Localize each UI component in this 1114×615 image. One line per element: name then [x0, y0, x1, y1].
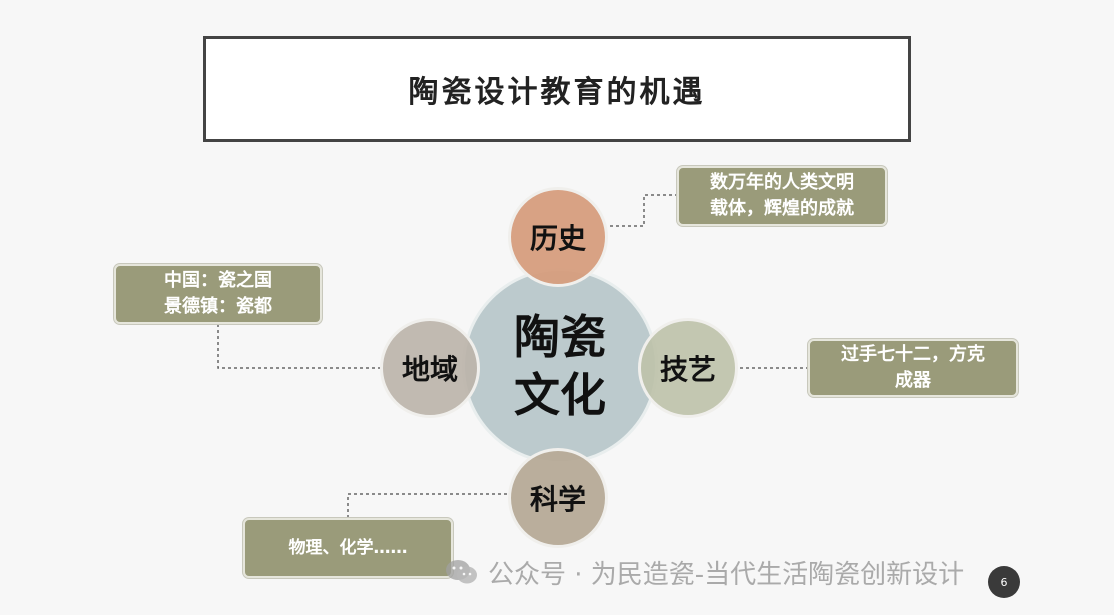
center-circle-ceramic-culture: 陶瓷 文化	[462, 268, 658, 464]
callout-craft-line1: 过手七十二，方克	[841, 344, 985, 365]
history-connector	[610, 194, 677, 227]
node-history-label: 历史	[529, 222, 586, 255]
callout-history-line1: 数万年的人类文明	[710, 172, 854, 193]
science-connector	[347, 493, 510, 518]
callout-history-line2: 载体，辉煌的成就	[710, 198, 854, 219]
node-craft: 技艺	[638, 318, 738, 418]
page-number: 6	[1000, 575, 1008, 589]
node-region-label: 地域	[401, 353, 458, 386]
node-craft-label: 技艺	[659, 353, 716, 386]
center-label-line1: 陶瓷	[514, 310, 606, 364]
watermark: 公众号 · 为民造瓷-当代生活陶瓷创新设计	[444, 552, 964, 592]
region-connector	[217, 324, 380, 369]
callout-region-line2: 景德镇：瓷都	[164, 296, 272, 317]
node-science: 科学	[508, 448, 608, 548]
slide-title: 陶瓷设计教育的机遇	[203, 36, 911, 142]
node-region: 地域	[380, 318, 480, 418]
callout-history: 数万年的人类文明 载体，辉煌的成就	[677, 166, 887, 226]
node-history: 历史	[508, 187, 608, 287]
page-number-badge: 6	[988, 566, 1020, 598]
center-label-line2: 文化	[514, 368, 606, 422]
callout-science: 物理、化学……	[243, 518, 453, 578]
node-science-label: 科学	[529, 483, 586, 516]
callout-craft-line2: 成器	[895, 370, 931, 391]
watermark-text: 公众号 · 为民造瓷-当代生活陶瓷创新设计	[488, 559, 965, 590]
callout-craft: 过手七十二，方克 成器	[808, 339, 1018, 397]
callout-region: 中国：瓷之国 景德镇：瓷都	[114, 264, 322, 324]
callout-region-line1: 中国：瓷之国	[164, 270, 272, 291]
callout-science-line1: 物理、化学……	[288, 538, 408, 558]
wechat-icon	[446, 560, 477, 584]
